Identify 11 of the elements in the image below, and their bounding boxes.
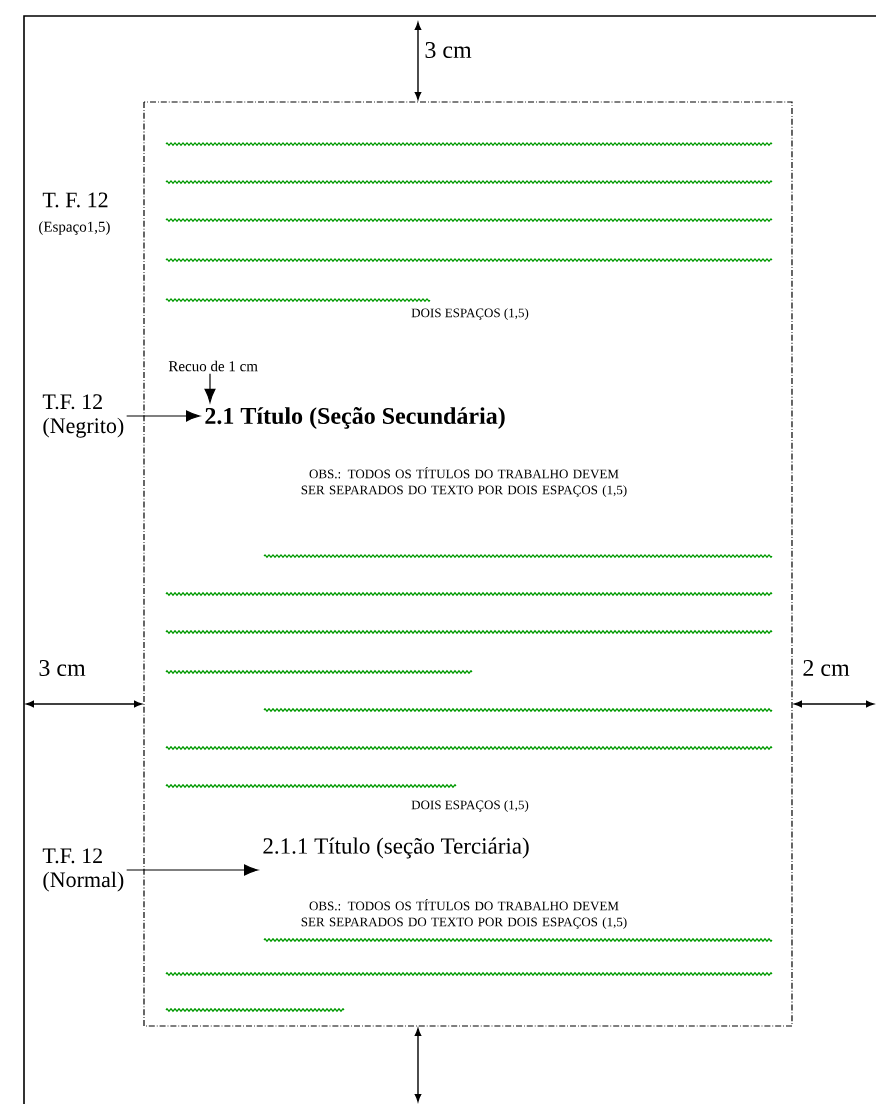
arrow [126,410,201,422]
annotation-text: T. F. 12 [42,192,108,208]
annotation-text: T.F. 12 (Normal) [42,848,124,892]
arrow [126,864,259,876]
annotation-text: T.F. 12 (Negrito) [42,394,124,438]
dimension-label: 2 cm [803,659,850,677]
heading-text: 2.1 Título (Seção Secundária) [205,407,505,429]
dimension-label: 3 cm [425,41,472,59]
heading-text: 2.1.1 Título (seção Terciária) [263,837,529,859]
arrow [204,373,216,403]
dimension-label: 3 cm [39,659,86,677]
